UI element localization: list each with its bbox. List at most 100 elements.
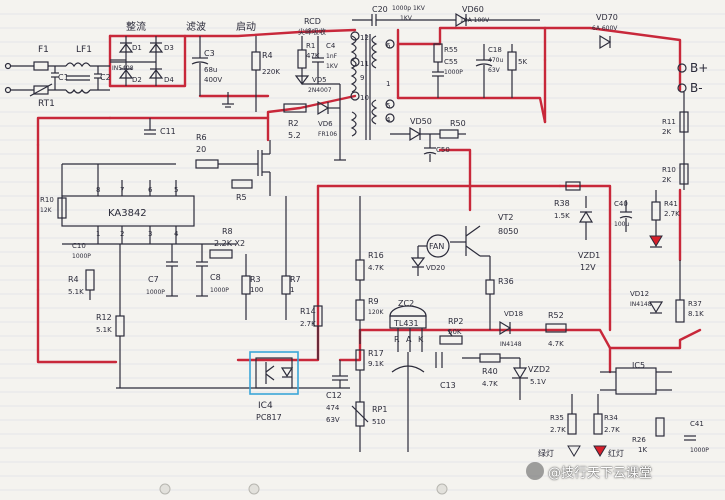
watermark-logo-icon (526, 462, 544, 480)
label-R41: R41 (664, 200, 678, 208)
label-LF1: LF1 (76, 45, 92, 55)
label-tl-K: K (418, 335, 424, 344)
label-C11: C11 (160, 127, 176, 136)
label-R1: R1 (306, 42, 315, 50)
label-R55: R55 (444, 46, 458, 54)
label-RP2: RP2 (448, 317, 463, 326)
label-R10: R10 (662, 166, 676, 174)
label-R37-val: 8.1K (688, 310, 704, 318)
label-VD5: VD5 (312, 76, 327, 84)
label-C7: C7 (148, 275, 159, 284)
label-led-green: 绿灯 (538, 448, 554, 458)
label-VZD1-val: 12V (580, 263, 596, 272)
label-R6-val: 20 (196, 145, 206, 154)
label-R4b: R4 (68, 275, 79, 284)
label-VD50: VD50 (410, 117, 432, 126)
label-R35-val: 2.7K (550, 426, 566, 434)
label-pin9: 9 (360, 74, 364, 82)
label-R41-val: 2.7K (664, 210, 680, 218)
label-ZC2: ZC2 (398, 299, 414, 308)
label-R40-val: 4.7K (482, 380, 498, 388)
label-R12: R12 (96, 313, 112, 322)
label-C12-v: 63V (326, 416, 340, 424)
label-D1: D1 (132, 44, 142, 52)
label-C18-v: 63V (488, 67, 501, 74)
label-R17: R17 (368, 349, 384, 358)
label-C18: C18 (488, 46, 502, 54)
label-C50: C50 (436, 146, 450, 154)
label-VD12: VD12 (630, 290, 649, 298)
label-VZD1: VZD1 (578, 251, 600, 260)
label-rcd2: 尖峰吸收 (298, 27, 326, 36)
label-pin1: 1 (96, 230, 100, 238)
label-C55-val: 1000P (444, 69, 463, 76)
label-R26-val: 1K (638, 446, 647, 454)
label-C41: C41 (690, 420, 704, 428)
label-TL431: TL431 (393, 319, 419, 328)
label-R36: R36 (498, 277, 514, 286)
label-R9: R9 (368, 297, 379, 306)
label-VD6-val: FR106 (318, 131, 337, 138)
label-R10-val: 2K (662, 176, 671, 184)
label-VD6: VD6 (318, 120, 333, 128)
label-pin2: 2 (120, 230, 124, 238)
label-IC: KA3842 (108, 208, 147, 219)
label-R8: R8 (222, 227, 233, 236)
label-Bplus: B+ (690, 61, 708, 75)
label-pin4: 4 (386, 116, 391, 124)
binder-holes (159, 483, 448, 495)
label-C40: C40 (614, 200, 628, 208)
label-tl-A: A (406, 335, 412, 344)
label-R34-val: 2.7K (604, 426, 620, 434)
label-R11-val: 2K (662, 128, 671, 136)
label-tl-R: R (394, 335, 400, 344)
section-labels: 整流 滤波 启动 RCD 尖峰吸收 (126, 17, 326, 36)
label-rcd: RCD (304, 17, 321, 26)
label-R16-val: 4.7K (368, 264, 384, 272)
label-C8-val: 1000P (210, 287, 229, 294)
label-C1: C1 (58, 73, 69, 82)
label-R3-val: 100 (250, 286, 263, 294)
label-pin6: 6 (148, 186, 153, 194)
label-pin1: 1 (386, 80, 390, 88)
label-R7: R7 (290, 275, 301, 284)
label-VZD2-val: 5.1V (530, 378, 546, 386)
label-F1: F1 (38, 45, 49, 55)
label-R14-val: 2.7K (300, 320, 316, 328)
label-VD60: VD60 (462, 5, 484, 14)
label-VT2-val: 8050 (498, 227, 518, 236)
label-pin10: 10 (360, 94, 369, 102)
label-IC4: IC4 (258, 401, 273, 411)
label-R38: R38 (554, 199, 570, 208)
label-R2-val: 5.2 (288, 131, 301, 140)
label-pin12: 12 (360, 34, 369, 42)
label-C7-val: 1000P (146, 289, 165, 296)
watermark: @技行天下云课堂 (548, 466, 653, 481)
label-C41-val: 1000P (690, 447, 709, 454)
label-R12-val: 5.1K (96, 326, 112, 334)
label-IC5: IC5 (632, 361, 645, 370)
label-R26: R26 (632, 436, 646, 444)
label-R34: R34 (604, 414, 618, 422)
label-R11: R11 (662, 118, 676, 126)
label-RP1-val: 510 (372, 418, 385, 426)
label-filter: 滤波 (186, 20, 206, 33)
label-R40: R40 (482, 367, 498, 376)
label-C3-v: 400V (204, 76, 222, 84)
label-R17-val: 9.1K (368, 360, 384, 368)
label-C55: C55 (444, 58, 458, 66)
label-R50: R50 (450, 119, 466, 128)
label-VD12-val: IN4148 (630, 301, 652, 308)
label-start: 启动 (236, 20, 256, 33)
label-VD18-val: IN4148 (500, 341, 522, 348)
label-R52-val: 4.7K (548, 340, 564, 348)
label-R10b-val: 12K (40, 207, 53, 214)
input-section (4, 12, 696, 457)
label-rectify: 整流 (126, 20, 146, 33)
label-C2: C2 (100, 73, 111, 82)
label-C20-val: 1000p 1KV (392, 5, 426, 12)
label-pin3: 3 (148, 230, 152, 238)
label-C12: C12 (326, 391, 342, 400)
label-D4: D4 (164, 76, 174, 84)
